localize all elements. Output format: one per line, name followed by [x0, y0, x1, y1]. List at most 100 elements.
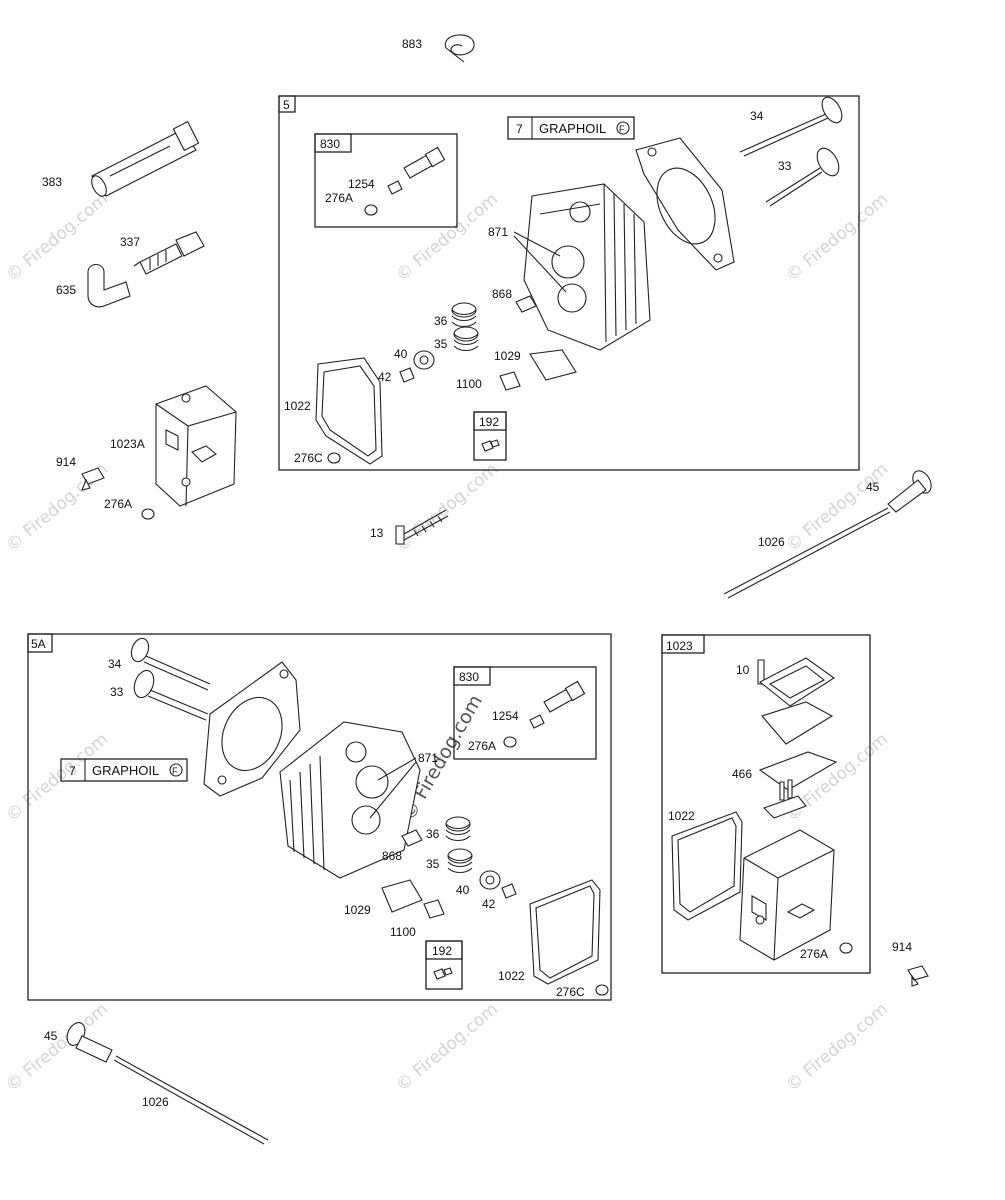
breather-plate-1023: [761, 701, 834, 745]
label-35-5A: 35: [426, 857, 440, 871]
label-40-5A: 40: [456, 883, 470, 897]
bottom-loose-parts: 914 45 1026: [44, 940, 929, 1145]
gasket-466: [758, 751, 838, 791]
label-35: 35: [434, 337, 448, 351]
breather-fitting-830: [364, 146, 446, 216]
label-635: 635: [56, 283, 76, 297]
screw-192: [481, 439, 500, 452]
label-1100-5A: 1100: [390, 925, 416, 939]
label-868-5A: 868: [382, 849, 402, 863]
label-914: 914: [56, 455, 76, 469]
label-914-bottom: 914: [892, 940, 912, 954]
group-1023-tag-box: [661, 634, 705, 654]
graphoil-text: GRAPHOIL: [539, 121, 606, 136]
graphoil-symbol: F: [619, 124, 625, 134]
spring-36-5A: [445, 816, 471, 842]
label-36: 36: [434, 314, 448, 328]
subgroup-830-5A-tag-box: [453, 666, 491, 686]
valve-33-5A: [133, 669, 209, 721]
washer-276A: [141, 508, 155, 520]
label-1023A: 1023A: [110, 437, 145, 451]
reed-plate-1023: [762, 795, 807, 819]
valve-33: [765, 147, 840, 207]
subgroup-830-tag-box: [314, 133, 352, 153]
group-5A-frame: [27, 633, 612, 1001]
label-276A: 276A: [104, 497, 132, 511]
cylinder-head-5A: [279, 721, 421, 879]
label-871-5A: 871: [418, 751, 438, 765]
label-1022-1023: 1022: [668, 809, 695, 823]
label-1029: 1029: [494, 349, 521, 363]
label-13: 13: [370, 526, 384, 540]
label-33: 33: [778, 159, 792, 173]
plug-868: [515, 295, 537, 313]
bolt-13: [395, 509, 449, 545]
label-883: 883: [402, 37, 422, 51]
watermark: © Firedog.com: [782, 459, 892, 556]
label-40: 40: [394, 347, 408, 361]
label-1100: 1100: [456, 377, 482, 391]
head-gasket-5A: [203, 661, 301, 797]
breather-cover-1023: [758, 657, 835, 707]
spring-clip-883: [444, 34, 475, 63]
rocker-1029: [529, 349, 577, 381]
label-45: 45: [866, 480, 880, 494]
label-276A-1023: 276A: [800, 947, 828, 961]
retainer-40: [413, 350, 435, 370]
top-loose-parts: 883 383 337 635 1023A: [42, 34, 932, 599]
label-34-5A: 34: [108, 657, 122, 671]
label-1254: 1254: [348, 177, 375, 191]
graphoil-symbol-ring-5A: [169, 763, 183, 777]
keeper-42-5A: [501, 883, 517, 899]
group-1023-tag: 1023: [666, 639, 693, 653]
label-276C-5A: 276C: [556, 985, 585, 999]
label-36-5A: 36: [426, 827, 440, 841]
stud-1023: [779, 779, 793, 801]
label-1026-bottom: 1026: [142, 1095, 169, 1109]
valve-34: [739, 96, 843, 157]
watermark: © Firedog.com: [782, 189, 892, 286]
label-34: 34: [750, 109, 764, 123]
subgroup-830-5A: [453, 666, 597, 760]
group-5A: 5A 34 33 7 GRAPHOIL F: [27, 633, 612, 1001]
group-1023-frame: [661, 634, 871, 974]
head-gasket-5: [635, 137, 735, 271]
graphoil-num: 7: [516, 122, 523, 136]
label-1254-5A: 1254: [492, 709, 519, 723]
group-5-frame: [278, 95, 860, 471]
graphoil-text-5A: GRAPHOIL: [92, 763, 159, 778]
group-5: 5 830 1254 276A 7 GRAPHOIL F: [278, 95, 860, 471]
label-466: 466: [732, 767, 752, 781]
rocker-stud-1100: [499, 371, 521, 391]
label-337: 337: [120, 235, 140, 249]
keeper-42: [399, 367, 415, 383]
subgroup-830: [314, 133, 458, 228]
pushrod-1026-bottom: [113, 1055, 269, 1145]
label-1022: 1022: [284, 399, 311, 413]
valve-cover-1023A: [155, 385, 237, 507]
group-5-tag: 5: [283, 98, 290, 112]
cover-gasket-1022: [315, 357, 383, 465]
label-10: 10: [736, 663, 750, 677]
spark-plug-337: [133, 231, 205, 275]
subgroup-192-tag-box: [473, 411, 507, 431]
cylinder-head-5: [523, 183, 651, 351]
bolt-914-bottom: [907, 965, 929, 987]
screw-192-5A: [433, 967, 453, 980]
breather-fitting-830-5A: [503, 680, 586, 748]
tool-383: [91, 120, 200, 197]
spark-boot-635: [87, 263, 131, 308]
label-276A-5A-830: 276A: [468, 739, 496, 753]
graphoil-label-5: 7 GRAPHOIL F: [507, 116, 635, 140]
plug-868-5A: [401, 829, 423, 847]
subgroup-192-5A-tag-box: [425, 940, 463, 960]
graphoil-num-5A: 7: [69, 764, 76, 778]
label-871: 871: [488, 225, 508, 239]
watermark: © Firedog.com: [392, 999, 502, 1096]
group-5A-tag-box: [27, 633, 53, 653]
group-1023: 1023 10 466 1022 276A: [661, 634, 871, 974]
cover-gasket-1022-5A: [529, 879, 601, 985]
label-1026: 1026: [758, 535, 785, 549]
retainer-40-5A: [479, 870, 501, 890]
rocker-stud-1100-5A: [423, 899, 445, 919]
